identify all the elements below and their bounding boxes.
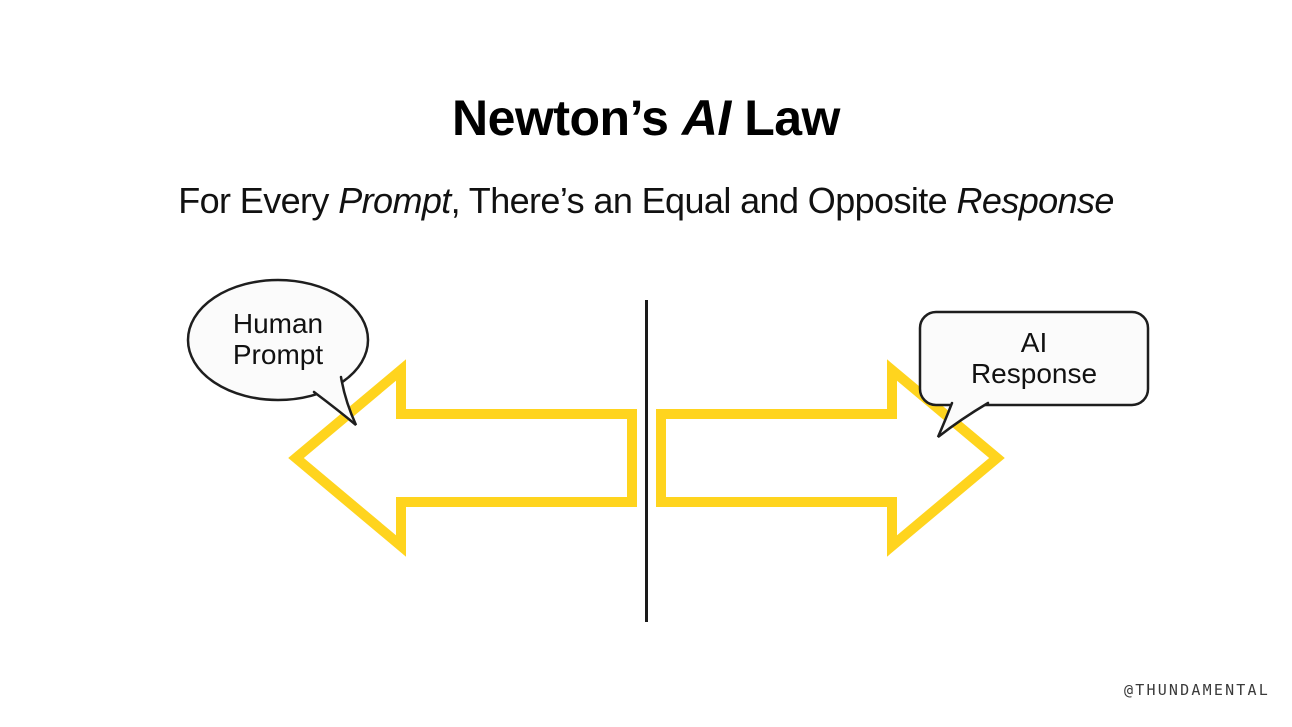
right-speech-bubble-tail	[936, 401, 990, 438]
left-bubble-line1: Human	[232, 308, 324, 339]
right-bubble-label: AI Response	[920, 327, 1148, 389]
title-italic-ai: AI	[681, 90, 732, 146]
right-arrow-shape	[656, 359, 1005, 557]
right-bubble-line2: Response	[970, 358, 1098, 389]
right-bubble-line1: AI	[1020, 327, 1048, 358]
left-bubble-label: Human Prompt	[188, 308, 368, 370]
watermark: @THUNDAMENTAL	[1124, 681, 1270, 699]
title-suffix: Law	[730, 90, 840, 146]
left-speech-bubble	[186, 278, 370, 402]
left-arrow-shape	[288, 359, 637, 557]
right-speech-bubble	[918, 310, 1150, 407]
title-prefix: Newton’s	[452, 90, 682, 146]
subtitle-part2: , There’s an Equal and Opposite	[450, 180, 957, 221]
subtitle-italic-response: Response	[956, 180, 1114, 221]
left-speech-bubble-tail	[312, 375, 358, 426]
subtitle-italic-prompt: Prompt	[338, 180, 451, 221]
subtitle-part1: For Every	[178, 180, 339, 221]
left-bubble-line2: Prompt	[232, 339, 324, 370]
page-title: Newton’s AI Law	[0, 92, 1292, 144]
subtitle: For Every Prompt, There’s an Equal and O…	[0, 180, 1292, 222]
